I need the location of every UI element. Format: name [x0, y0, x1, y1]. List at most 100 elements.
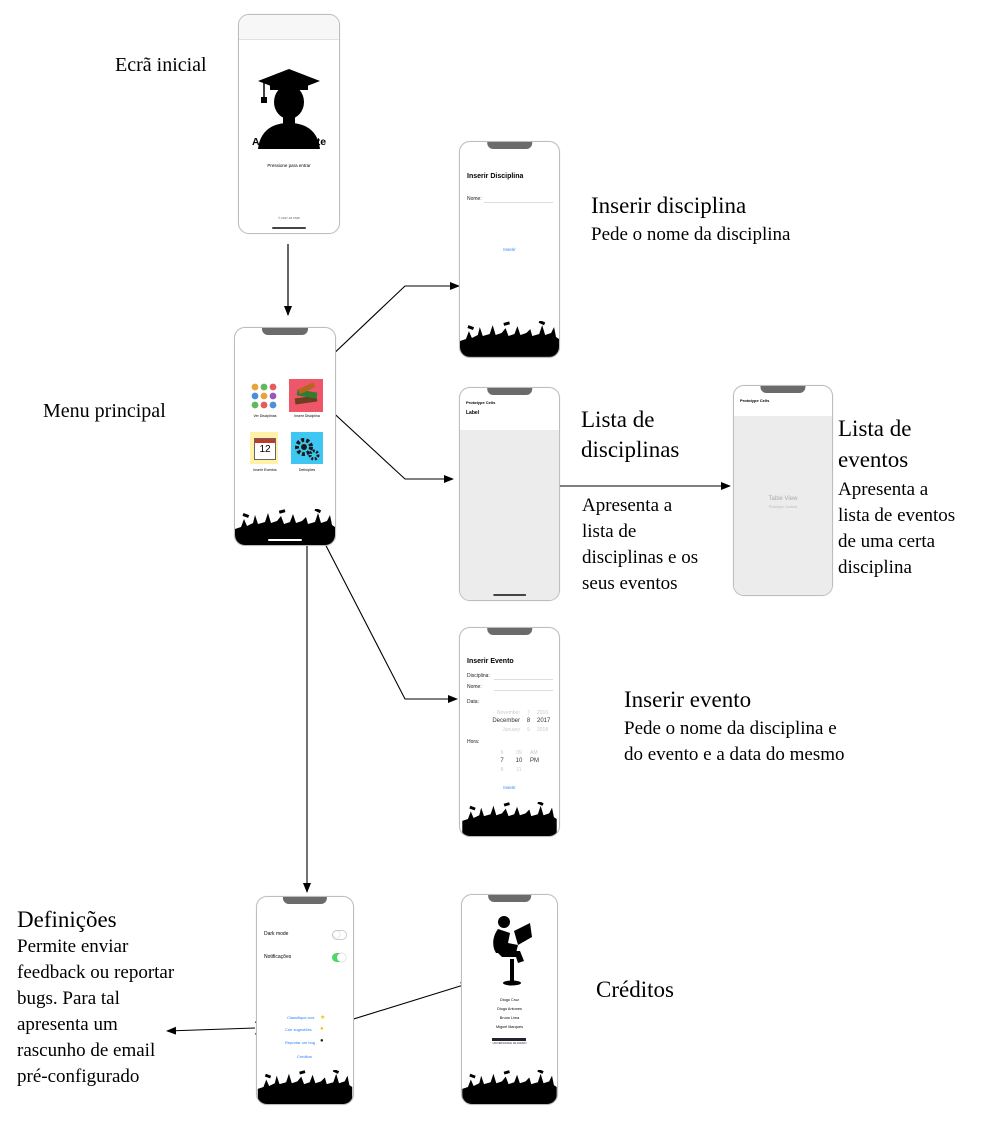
picker-cell: 2017 — [537, 718, 551, 724]
name-label: Nome: — [467, 684, 482, 690]
desc-line: apresenta um — [17, 1014, 118, 1035]
picker-row: January 9 2018 — [480, 726, 555, 734]
phone-main-menu: Ver Disciplinas Inserir Disciplina 12 In… — [234, 327, 336, 546]
credit-name: Diogo Cruz — [500, 998, 519, 1002]
dark-mode-toggle[interactable] — [332, 930, 347, 940]
list-events-desc: Apresenta a lista de eventos de uma cert… — [838, 477, 955, 581]
desc-line: Apresenta a — [838, 479, 929, 500]
picker-cell: 11 — [516, 767, 522, 773]
time-picker[interactable]: 6 09 AM 7 10 PM 8 11 — [496, 749, 544, 774]
toggle-knob — [333, 931, 340, 938]
desc-line: seus eventos — [582, 573, 678, 594]
report-bug-link[interactable]: Reportar um bug — [285, 1040, 316, 1045]
graduation-crowd-icon — [462, 1070, 557, 1104]
graduation-crowd-icon — [235, 509, 335, 545]
desc-line: do evento e a data do mesmo — [624, 744, 845, 765]
university-name: UNIVERSIDADE DE AVEIRO — [492, 1042, 527, 1045]
insert-events-tile[interactable]: 12 — [250, 432, 278, 464]
cell-label[interactable]: Label — [466, 410, 480, 416]
insert-button[interactable]: Inserir — [503, 247, 516, 252]
notch — [282, 897, 328, 904]
credits-link[interactable]: Créditos — [297, 1054, 312, 1059]
calendar-header — [255, 439, 275, 443]
arrow-menu-to-insert-subject — [307, 282, 460, 379]
picker-cell: December — [492, 718, 520, 724]
prototype-cells-header: Prototype Cells — [740, 398, 770, 403]
arrow-settings-to-feedback — [166, 1026, 256, 1035]
phone-home-screen: App Estudante Pressione para entrar © 20… — [238, 14, 340, 234]
desc-line: feedback ou reportar — [17, 962, 175, 983]
notch — [487, 895, 532, 902]
name-label: Nome: — [467, 196, 482, 202]
footer-text: © 2017-18 CMD — [278, 216, 300, 220]
picker-cell: PM — [530, 758, 539, 764]
home-indicator — [492, 594, 527, 596]
picker-row: 8 11 — [496, 766, 544, 774]
picker-cell: 10 — [515, 758, 523, 764]
rate-us-link[interactable]: Classifique-nos — [287, 1015, 315, 1020]
desc-line: disciplina — [838, 557, 912, 578]
notch — [486, 628, 533, 635]
menu-label: Menu principal — [43, 400, 166, 422]
picker-cell: 8 — [500, 767, 504, 773]
desc-line: Permite enviar — [17, 936, 129, 957]
name-field[interactable] — [494, 690, 553, 691]
desc-line: bugs. Para tal — [17, 988, 120, 1009]
table-view-sublabel: Prototype Content — [768, 505, 798, 509]
suggestions-link[interactable]: Crie sugestões — [285, 1027, 312, 1032]
tile-label: Ver Disciplinas — [253, 414, 277, 418]
insert-button[interactable]: Inserir — [503, 785, 516, 790]
insert-subject-tile[interactable] — [289, 379, 323, 412]
notifications-toggle[interactable] — [332, 953, 346, 962]
settings-tile[interactable] — [291, 432, 323, 464]
picker-cell: 8 — [526, 718, 531, 724]
phone-credits: Diogo Cruz Diogo Antunes Bruno Lima Migu… — [461, 894, 558, 1105]
desc-line: de uma certa — [838, 531, 936, 552]
gears-icon — [295, 438, 320, 461]
desc-line: rascunho de email — [17, 1040, 156, 1061]
subject-field[interactable] — [494, 679, 553, 680]
date-picker[interactable]: November 7 2016 December 8 2017 January … — [480, 709, 555, 734]
time-label: Hora: — [467, 739, 480, 745]
view-subjects-tile[interactable] — [250, 382, 278, 410]
subjects-grid-icon — [251, 383, 277, 409]
insert-event-title: Inserir evento — [624, 687, 752, 712]
lightbulb-icon: ● — [320, 1026, 324, 1032]
settings-title: Definições — [17, 907, 117, 932]
picker-cell: 9 — [527, 727, 530, 733]
date-label: Data: — [467, 699, 479, 705]
home-indicator — [268, 539, 302, 541]
table-area[interactable] — [460, 430, 559, 600]
prototype-cells-header: Prototype Cells — [466, 400, 496, 405]
picker-row: 7 10 PM — [496, 757, 544, 766]
notch — [760, 386, 806, 393]
enter-prompt[interactable]: Pressione para entrar — [267, 163, 311, 168]
list-subjects-title-1: Lista de — [581, 407, 655, 432]
tile-label: Inserir Eventos — [253, 468, 277, 472]
calendar-icon: 12 — [254, 438, 276, 460]
notch — [486, 388, 533, 395]
picker-cell: 7 — [527, 710, 530, 716]
notifications-label: Notificações — [264, 954, 292, 960]
home-label: Ecrã inicial — [115, 54, 207, 76]
calendar-day: 12 — [259, 444, 271, 455]
nav-bar — [239, 15, 339, 40]
name-field[interactable] — [484, 202, 553, 203]
picker-cell: 7 — [500, 758, 504, 764]
books-icon — [294, 382, 318, 405]
desc-line: Pede o nome da disciplina e — [624, 718, 837, 739]
tile-label: Definições — [298, 468, 316, 472]
credit-name: Diogo Antunes — [497, 1007, 522, 1011]
desc-line: pré-configurado — [17, 1066, 140, 1087]
picker-cell: 2018 — [537, 727, 549, 733]
phone-insert-event: Inserir Evento Disciplina: Nome: Data: N… — [459, 627, 560, 837]
table-view[interactable]: Table View Prototype Content — [734, 416, 832, 595]
dark-mode-label: Dark mode — [264, 931, 289, 937]
picker-row: 6 09 AM — [496, 749, 544, 757]
picker-cell: November — [496, 710, 520, 716]
list-events-title-1: Lista de — [838, 416, 912, 441]
list-events-title-2: eventos — [838, 447, 909, 472]
notch — [262, 328, 308, 335]
picker-row: November 7 2016 — [480, 709, 555, 717]
credit-name: Bruno Lima — [499, 1016, 520, 1020]
